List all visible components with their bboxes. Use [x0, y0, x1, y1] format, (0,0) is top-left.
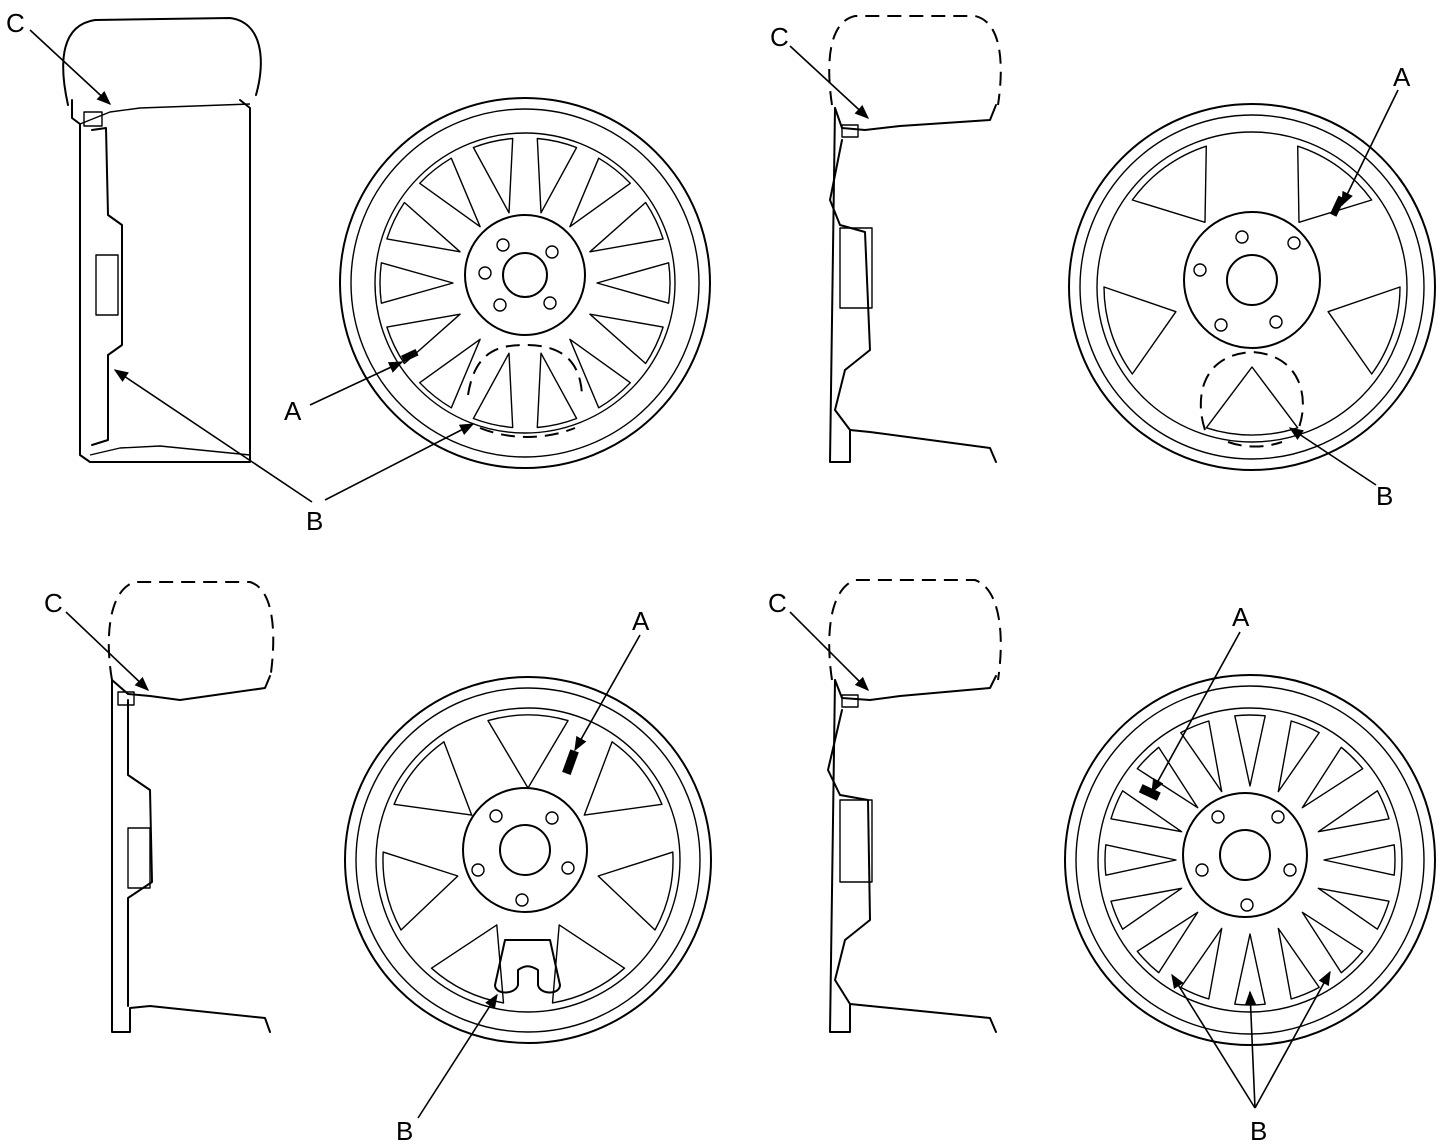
spoke-opening [1110, 790, 1183, 833]
wheel-1-label-b: B [306, 506, 323, 536]
spoke-opening [589, 313, 664, 365]
spoke-opening [583, 741, 663, 816]
spoke-opening [430, 924, 505, 1004]
spoke-opening [1131, 145, 1207, 223]
spoke-opening [536, 137, 578, 214]
wheel-1-label-a: A [284, 396, 302, 426]
wheel-2-label-c: C [770, 22, 789, 52]
wheel-1-front-view [339, 97, 711, 469]
wheel-4-label-c: C [768, 588, 787, 618]
wheel-4-side-profile [827, 579, 1002, 1033]
spoke-opening [386, 313, 461, 365]
spoke-opening [1301, 746, 1364, 809]
spoke-opening [1103, 286, 1177, 375]
spoke-opening [1301, 911, 1364, 974]
spoke-opening [1234, 714, 1266, 787]
spoke-opening [419, 338, 481, 409]
spoke-opening [1317, 887, 1390, 930]
wheel-2-label-a: A [1393, 62, 1411, 92]
panel-wheel-4: C A B [768, 579, 1436, 1146]
wheel-3-label-c: C [44, 588, 63, 618]
spoke-opening [1317, 790, 1390, 833]
wheel-3-side-profile [107, 581, 275, 1033]
spoke-opening [386, 201, 461, 253]
spoke-opening [1136, 746, 1199, 809]
spoke-opening [596, 262, 671, 304]
wheel-4-label-a: A [1232, 602, 1250, 632]
panel-wheel-1: C A B [6, 8, 711, 536]
wheel-2-side-profile [828, 15, 1002, 463]
spoke-opening [1136, 911, 1199, 974]
spoke-opening [1180, 927, 1223, 1000]
spoke-opening [472, 352, 514, 429]
spoke-opening [589, 201, 664, 253]
wheel-3-label-a: A [632, 606, 650, 636]
wheel-1-side-profile [62, 17, 262, 463]
wheel-1-label-c: C [6, 8, 25, 38]
spoke-opening [393, 741, 473, 816]
wheel-2-label-b: B [1376, 481, 1393, 511]
spoke-opening [1327, 286, 1401, 375]
spoke-opening [1110, 887, 1183, 930]
spoke-opening [382, 851, 459, 931]
wheel-2-front-view [1068, 103, 1436, 471]
spoke-opening [419, 157, 481, 228]
spoke-opening [1104, 844, 1177, 876]
wheel-3-label-b: B [396, 1116, 413, 1146]
panel-wheel-2: C A B [770, 15, 1436, 511]
panel-wheel-3: C A B [44, 581, 712, 1146]
spoke-opening [487, 714, 569, 789]
wheel-4-front-view [1064, 674, 1436, 1046]
spoke-opening [1297, 145, 1373, 223]
spoke-opening [569, 157, 631, 228]
wheel-4-label-b: B [1250, 1116, 1267, 1146]
spoke-opening [597, 851, 674, 931]
spoke-opening [536, 352, 578, 429]
spoke-opening [1277, 927, 1320, 1000]
spoke-opening [1277, 720, 1320, 793]
spoke-opening [551, 924, 626, 1004]
wheel-3-front-view [344, 676, 712, 1044]
spoke-opening [569, 338, 631, 409]
spoke-opening [1323, 844, 1396, 876]
spoke-opening [1180, 720, 1223, 793]
spoke-opening [1205, 366, 1299, 436]
spoke-opening [472, 137, 514, 214]
spoke-opening [379, 262, 454, 304]
